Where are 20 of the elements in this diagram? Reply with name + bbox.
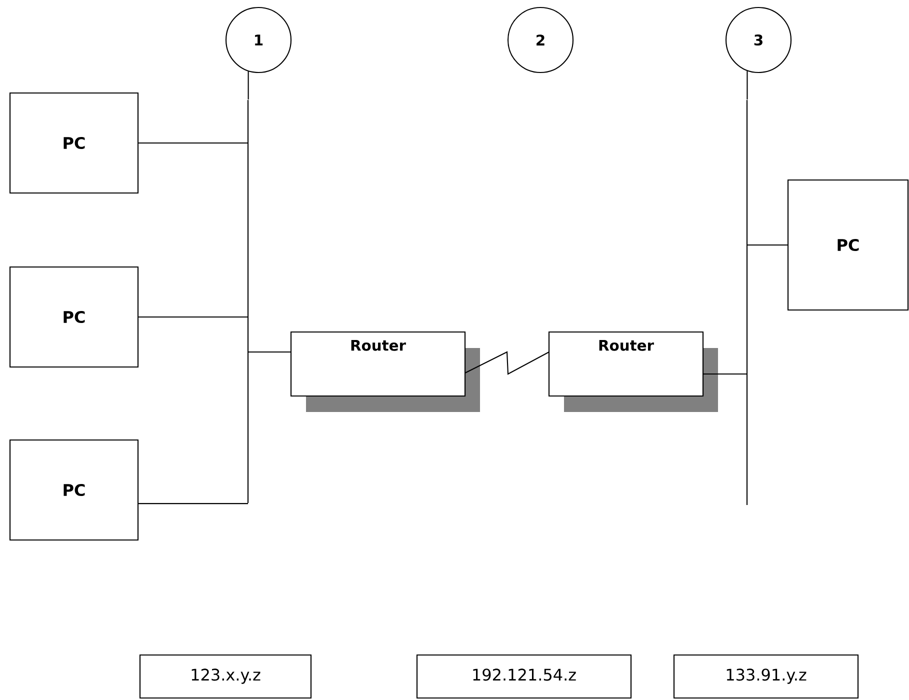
address-box: 133.91.y.z <box>673 654 859 699</box>
connector-line <box>747 244 788 246</box>
connector-line <box>248 71 249 100</box>
connector-line <box>703 373 747 375</box>
connector-line <box>248 351 291 353</box>
router-box: Router <box>290 331 480 412</box>
connector-line <box>138 503 248 504</box>
connector-line <box>138 316 248 318</box>
pc-box: PC <box>9 266 139 368</box>
connector-line <box>138 142 248 144</box>
address-box: 192.121.54.z <box>416 654 632 699</box>
connector-line <box>746 71 748 100</box>
pc-box: PC <box>9 439 139 541</box>
router-box: Router <box>548 331 718 412</box>
pc-box: PC <box>787 179 909 311</box>
connector-line <box>464 351 550 375</box>
address-box: 123.x.y.z <box>139 654 312 699</box>
network-bus-line <box>746 99 748 506</box>
network-bus-line <box>247 99 249 504</box>
pc-box: PC <box>9 92 139 194</box>
